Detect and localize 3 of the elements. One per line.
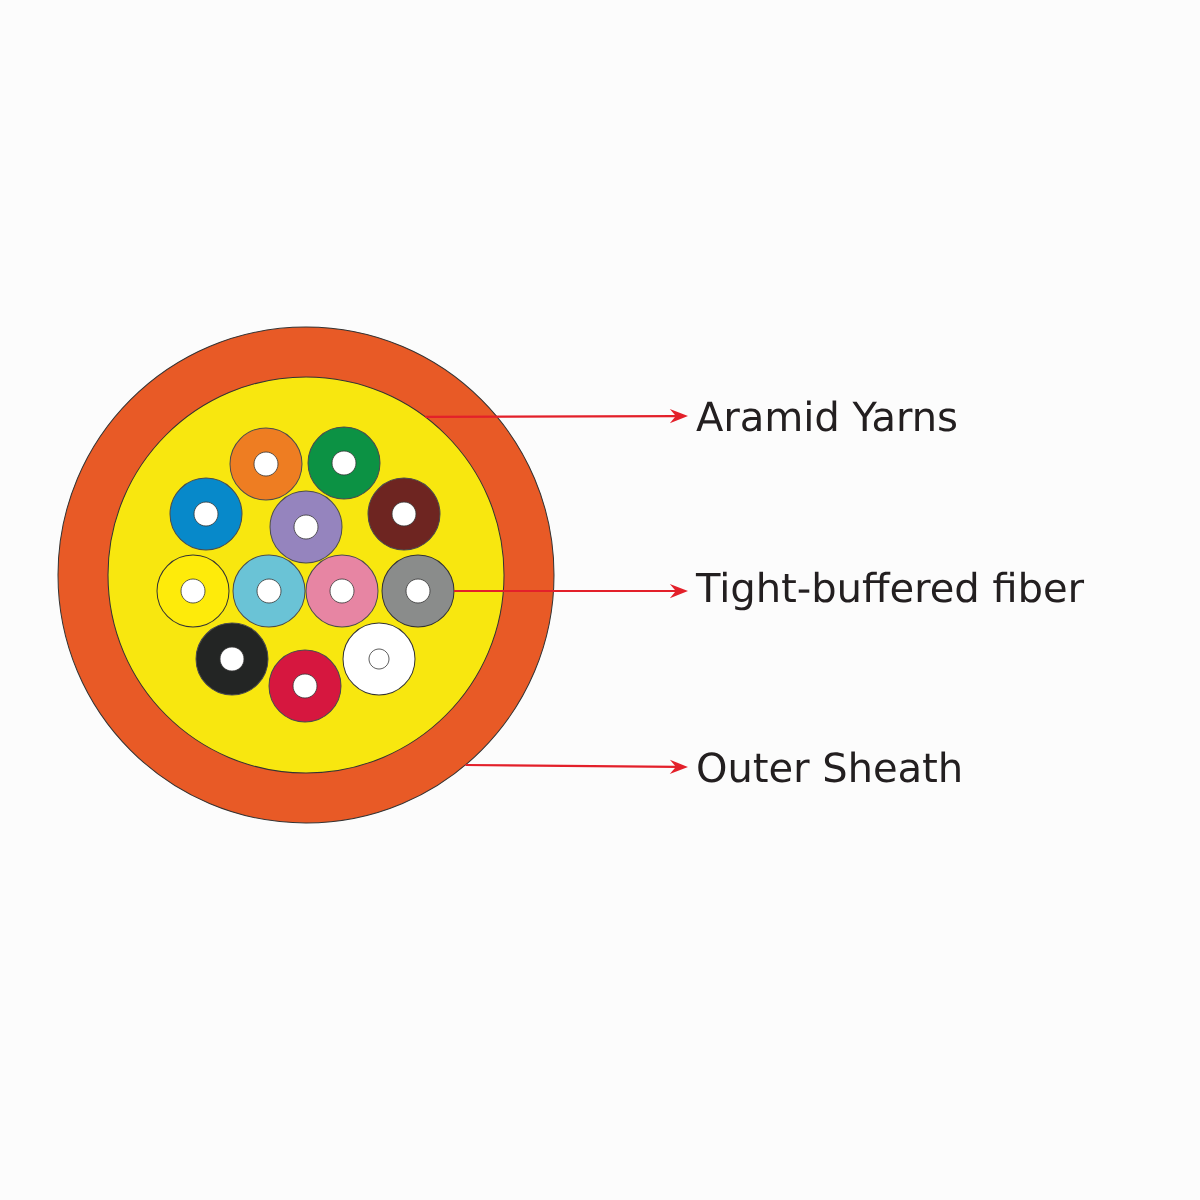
callout-label: Tight-buffered fiber [695,571,1085,611]
callout-label: Aramid Yarns [696,400,956,432]
callout-label: Outer Sheath [698,751,960,783]
